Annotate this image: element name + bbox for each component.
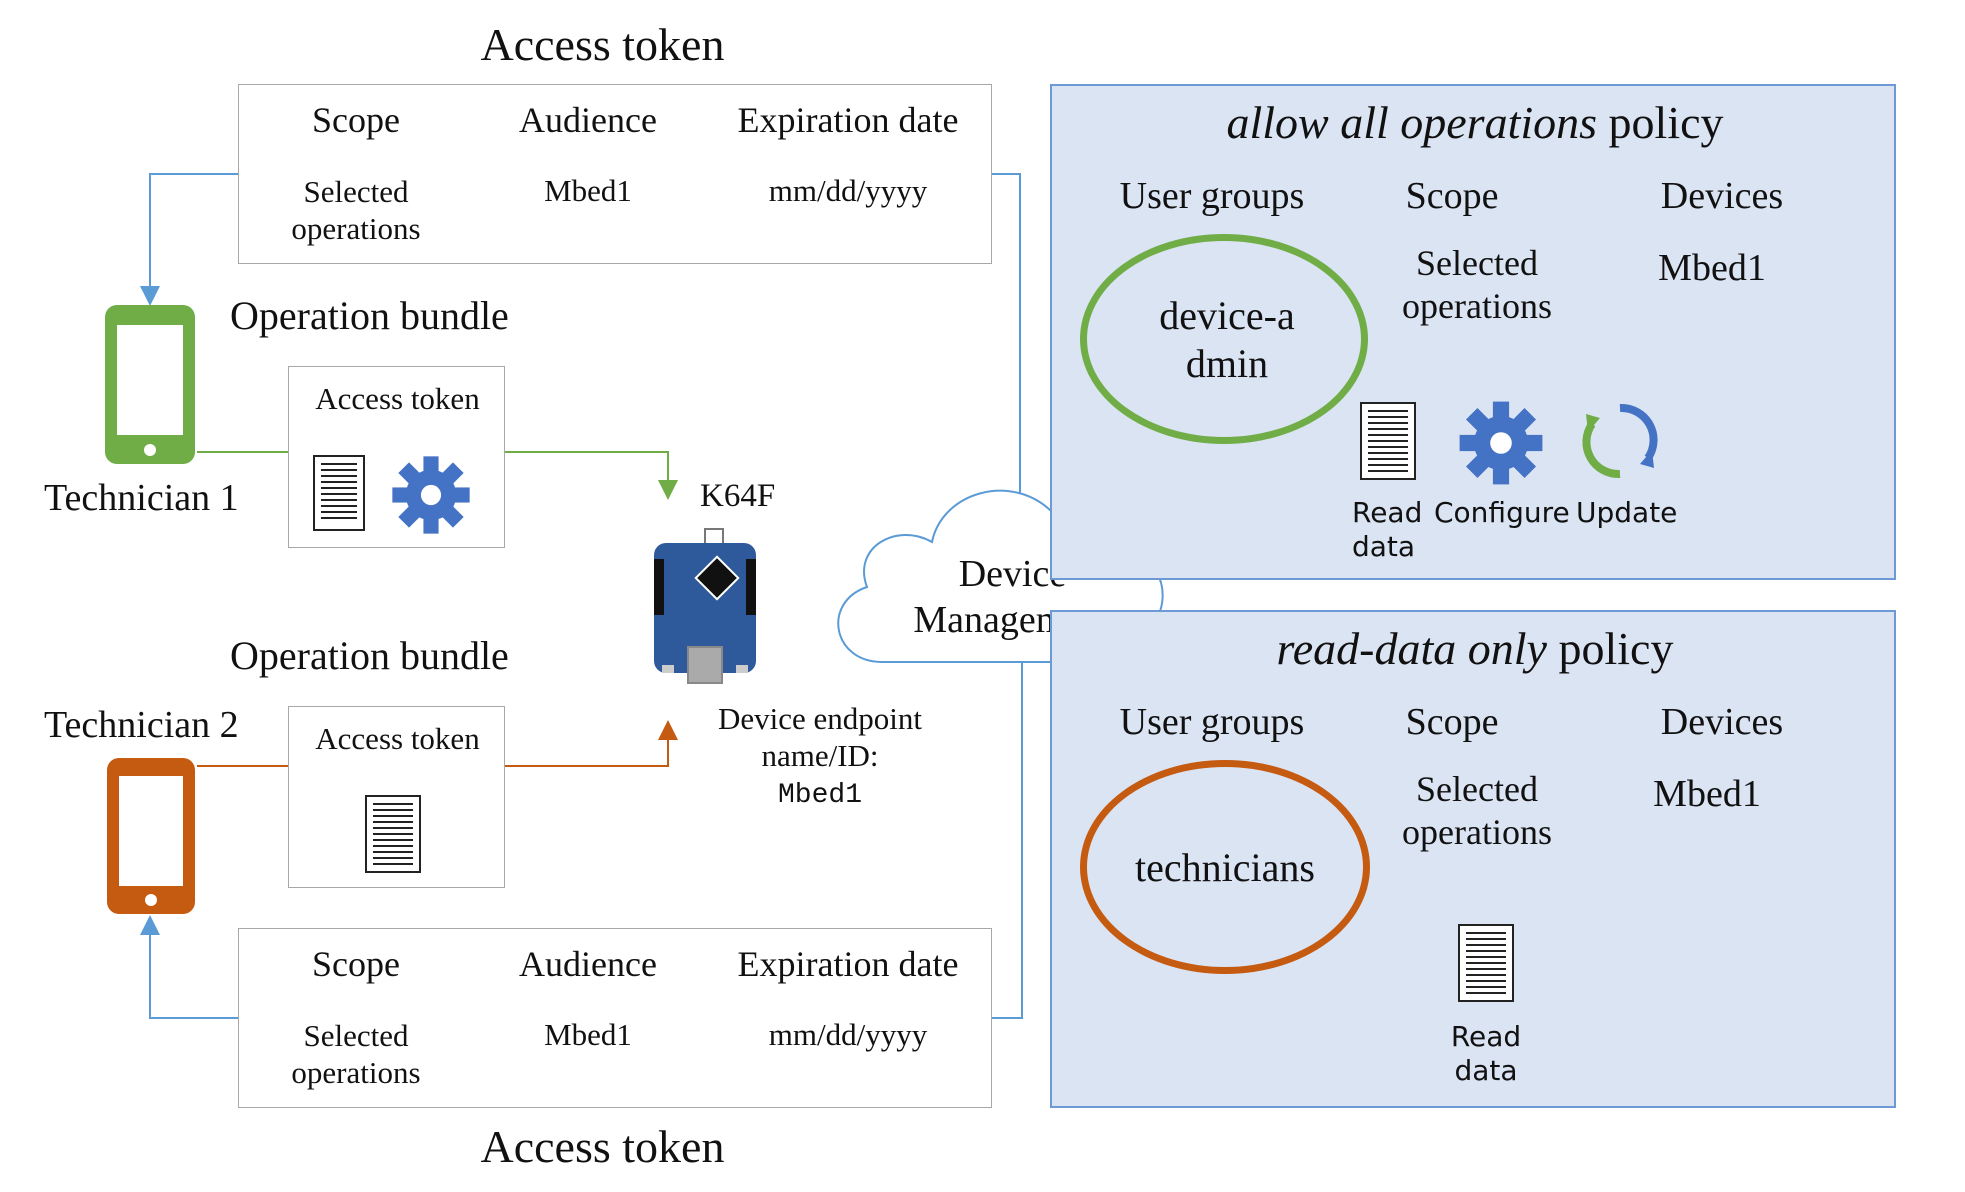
operation-update: Update [1576, 496, 1678, 529]
devices-value: Mbed1 [1658, 247, 1766, 289]
document-icon [365, 795, 421, 873]
header-expiration: Expiration date [737, 944, 959, 984]
bundle2-box: Access token [288, 706, 505, 888]
bundle2-token-label: Access token [315, 721, 480, 756]
value-expiration: mm/dd/yyyy [768, 1017, 928, 1052]
header-devices: Devices [1660, 175, 1784, 217]
operation-read-data: Read data [1450, 1020, 1522, 1087]
header-scope: Scope [1405, 175, 1499, 217]
gear-icon [389, 453, 473, 537]
policy-suffix: policy [1597, 97, 1724, 148]
devices-value: Mbed1 [1653, 773, 1761, 815]
policy-name: allow all operations [1226, 97, 1598, 148]
gear-icon [1456, 398, 1546, 488]
line-token-to-tech1 [140, 173, 238, 306]
policy-allow-all-panel: allow all operations policy User groups … [1050, 84, 1896, 580]
document-icon [1360, 402, 1416, 480]
line-bundle1-to-device [505, 451, 678, 500]
bundle1-box: Access token [288, 366, 505, 548]
line-bundle2-to-device [505, 720, 678, 767]
scope-value: Selected operations [1402, 769, 1552, 853]
top-token-title: Access token [480, 19, 725, 70]
header-scope: Scope [312, 100, 400, 140]
header-user-groups: User groups [1119, 175, 1305, 217]
group-technicians: technicians [1135, 845, 1315, 890]
user-group-ellipse [1080, 760, 1370, 974]
scope-value: Selected operations [1402, 243, 1552, 327]
header-scope: Scope [312, 944, 400, 984]
user-group-ellipse [1080, 234, 1368, 444]
header-devices: Devices [1660, 701, 1784, 743]
smartphone-icon [105, 756, 197, 916]
document-icon [313, 455, 365, 531]
group-device-admin: device-admin [1159, 293, 1295, 386]
value-audience: Mbed1 [544, 173, 632, 208]
line-token-to-tech2 [140, 915, 238, 1019]
bundle2-title: Operation bundle [230, 633, 509, 678]
header-expiration: Expiration date [737, 100, 959, 140]
policy-read-only-title: read-data only policy [1052, 622, 1898, 675]
refresh-icon [1582, 398, 1658, 484]
bundle1-title: Operation bundle [230, 293, 509, 338]
policy-read-only-panel: read-data only policy User groups Scope … [1050, 610, 1896, 1108]
policy-name: read-data only [1276, 623, 1547, 674]
value-scope: Selected operations [291, 174, 421, 247]
device-endpoint-id: Mbed1 [777, 780, 862, 811]
operation-read-data: Read data [1352, 496, 1423, 563]
policy-suffix: policy [1546, 623, 1674, 674]
line-token-to-cloud-bottom [992, 640, 1023, 1019]
value-audience: Mbed1 [544, 1017, 632, 1052]
device-label: K64F [700, 478, 776, 514]
line-token-to-cloud-top [992, 173, 1021, 500]
header-audience: Audience [519, 100, 657, 140]
header-user-groups: User groups [1119, 701, 1305, 743]
header-audience: Audience [519, 944, 657, 984]
top-access-token-box: Scope Audience Expiration date Selected … [238, 84, 992, 264]
bottom-token-title: Access token [480, 1121, 725, 1172]
document-icon [1458, 924, 1514, 1002]
smartphone-icon [103, 303, 197, 466]
operation-configure: Configure [1434, 496, 1570, 529]
value-expiration: mm/dd/yyyy [768, 173, 928, 208]
header-scope: Scope [1405, 701, 1499, 743]
bundle1-token-label: Access token [315, 381, 480, 416]
bottom-access-token-box: Scope Audience Expiration date Selected … [238, 928, 992, 1108]
value-scope: Selected operations [291, 1018, 421, 1091]
board-icon [650, 525, 760, 690]
technician1-name: Technician 1 [44, 477, 239, 519]
device-endpoint-label: Device endpoint name/ID: [717, 701, 922, 774]
policy-allow-all-title: allow all operations policy [1052, 96, 1898, 149]
technician2-name: Technician 2 [44, 704, 239, 746]
